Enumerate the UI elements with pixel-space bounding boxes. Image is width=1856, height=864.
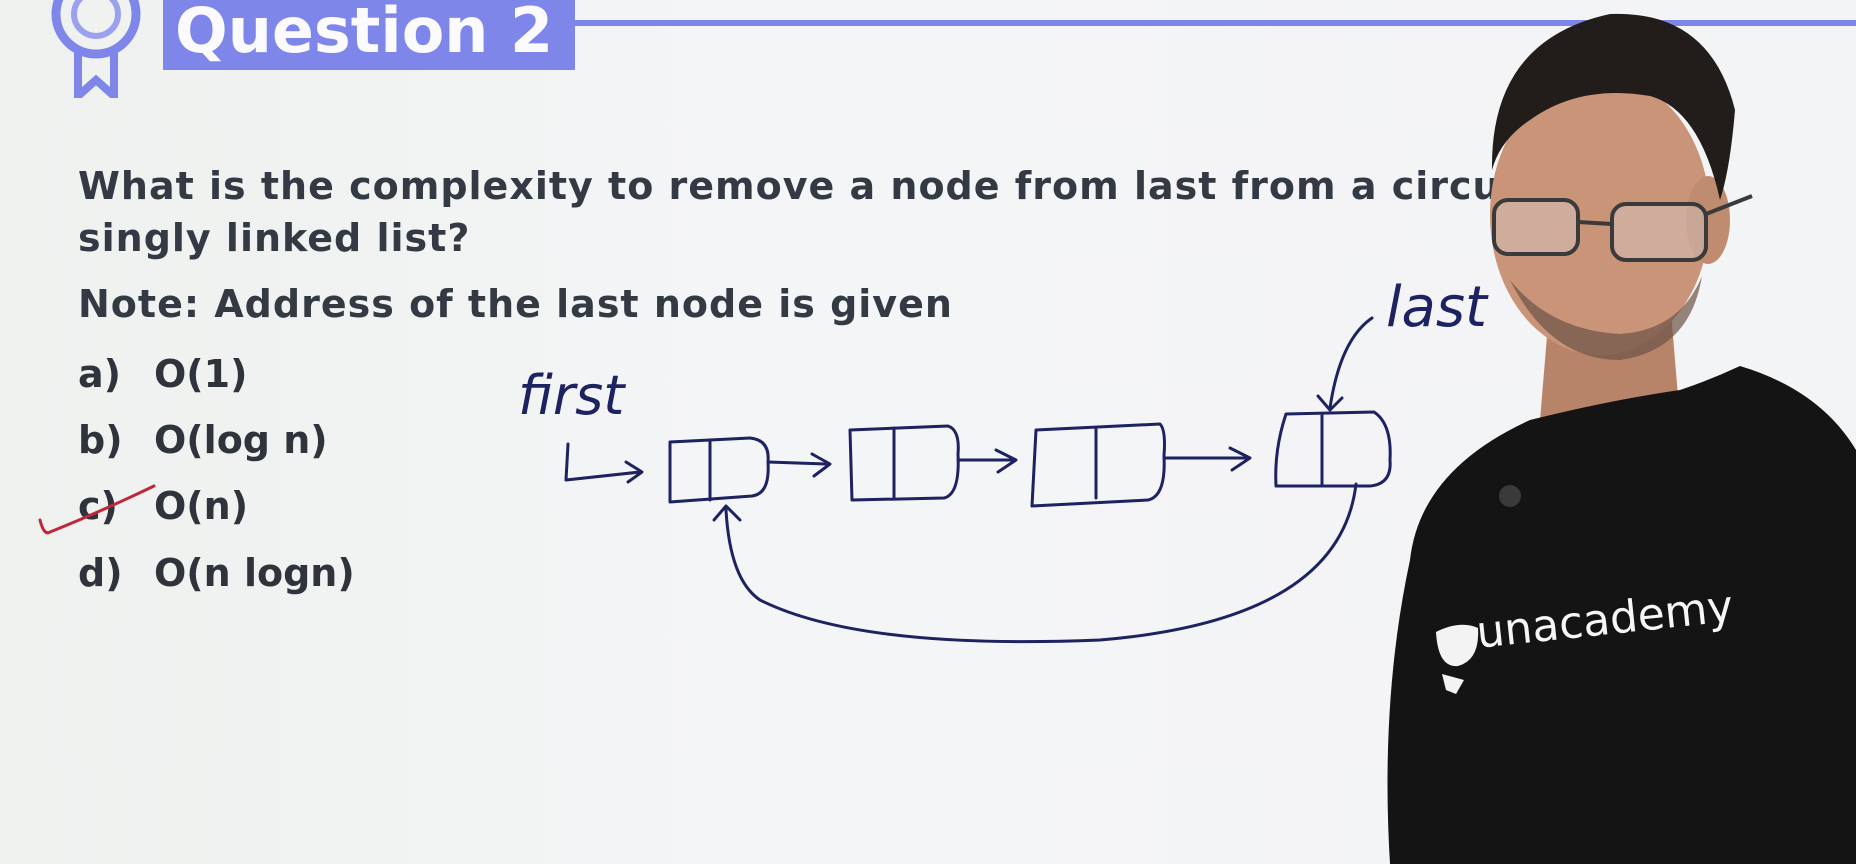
- check-mark: [38, 484, 156, 535]
- question-text-line1: What is the complexity to remove a node …: [78, 164, 1515, 208]
- option-letter: d): [78, 551, 123, 595]
- option-b[interactable]: b) O(log n): [78, 418, 328, 462]
- node-1: [668, 436, 770, 504]
- link-arrow-1: [766, 452, 832, 478]
- option-text: O(n): [154, 484, 249, 528]
- question-title: Question 2: [163, 0, 575, 70]
- node-4: [1274, 410, 1392, 488]
- last-pointer-arrow: [1316, 316, 1374, 412]
- option-letter: a): [78, 352, 122, 396]
- title-underline: [574, 20, 1856, 26]
- option-text: O(log n): [154, 418, 328, 462]
- brand-logo-icon: [1436, 624, 1479, 694]
- option-d[interactable]: d) O(n logn): [78, 551, 355, 595]
- presenter-image: [1387, 13, 1856, 864]
- node-3: [1030, 422, 1166, 508]
- link-arrow-2: [956, 448, 1018, 474]
- option-c[interactable]: c)O(n): [78, 484, 248, 528]
- option-text: O(n logn): [154, 551, 355, 595]
- option-a[interactable]: a) O(1): [78, 352, 247, 396]
- circular-back-link: [712, 482, 1358, 644]
- question-note: Note: Address of the last node is given: [78, 282, 953, 326]
- first-label: first: [518, 364, 626, 427]
- last-label: last: [1386, 275, 1489, 340]
- node-2: [848, 424, 960, 502]
- award-badge-icon: [51, 0, 141, 98]
- question-text-line2: singly linked list?: [78, 216, 471, 260]
- option-text: O(1): [154, 352, 248, 396]
- option-letter: b): [78, 418, 123, 462]
- link-arrow-3: [1162, 446, 1252, 472]
- first-pointer-arrow: [564, 442, 644, 484]
